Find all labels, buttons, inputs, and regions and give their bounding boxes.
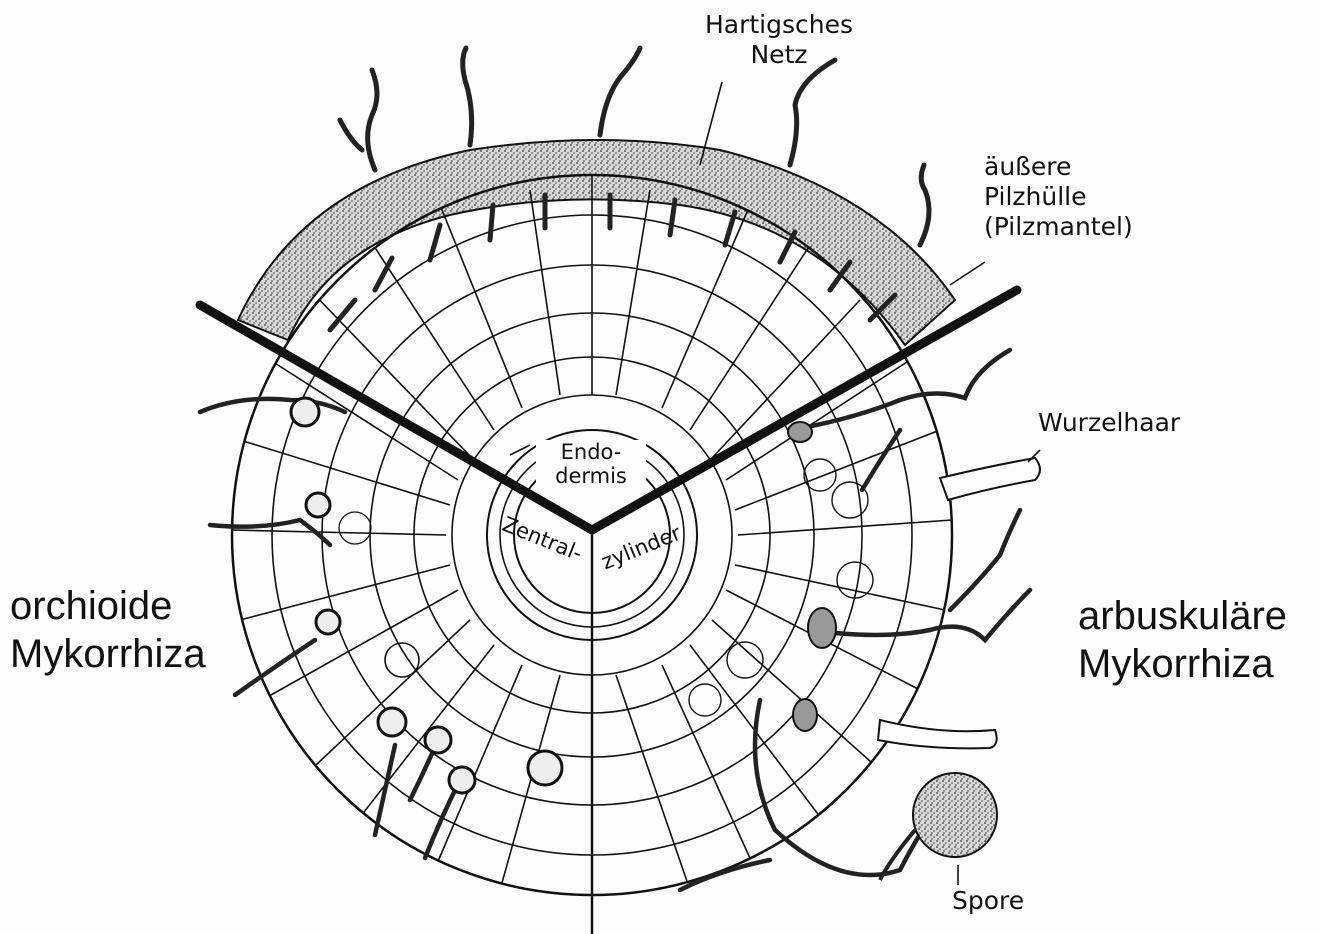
root-hair xyxy=(940,458,1040,500)
arbuscules xyxy=(689,459,873,716)
mantle-label: äußere Pilzhülle (Pilzmantel) xyxy=(984,152,1133,242)
arbuscular-line1: arbuskuläre xyxy=(1078,592,1287,640)
root-hair-2 xyxy=(878,720,997,748)
endodermis-label-line2: dermis xyxy=(536,464,646,488)
mantle-label-line2: Pilzhülle xyxy=(984,182,1133,212)
hartig-label-line1: Hartigsches xyxy=(684,10,874,40)
orchioid-line1: orchioide xyxy=(10,582,206,630)
orchioid-section-label: orchioide Mykorrhiza xyxy=(10,582,206,678)
mantle-label-line3: (Pilzmantel) xyxy=(984,212,1133,242)
spore xyxy=(913,773,997,857)
arbuscular-section-label: arbuskuläre Mykorrhiza xyxy=(1078,592,1287,688)
hartig-label-line2: Netz xyxy=(684,40,874,70)
hartig-label: Hartigsches Netz xyxy=(684,10,874,70)
spore-label: Spore xyxy=(952,886,1024,916)
orchioid-line2: Mykorrhiza xyxy=(10,630,206,678)
endodermis-label-line1: Endo- xyxy=(536,440,646,464)
mantle-label-line1: äußere xyxy=(984,152,1133,182)
vesicles xyxy=(788,422,836,731)
endodermis-label: Endo- dermis xyxy=(536,440,646,488)
root-hair-label: Wurzelhaar xyxy=(1038,408,1180,438)
arbuscular-line2: Mykorrhiza xyxy=(1078,640,1287,688)
